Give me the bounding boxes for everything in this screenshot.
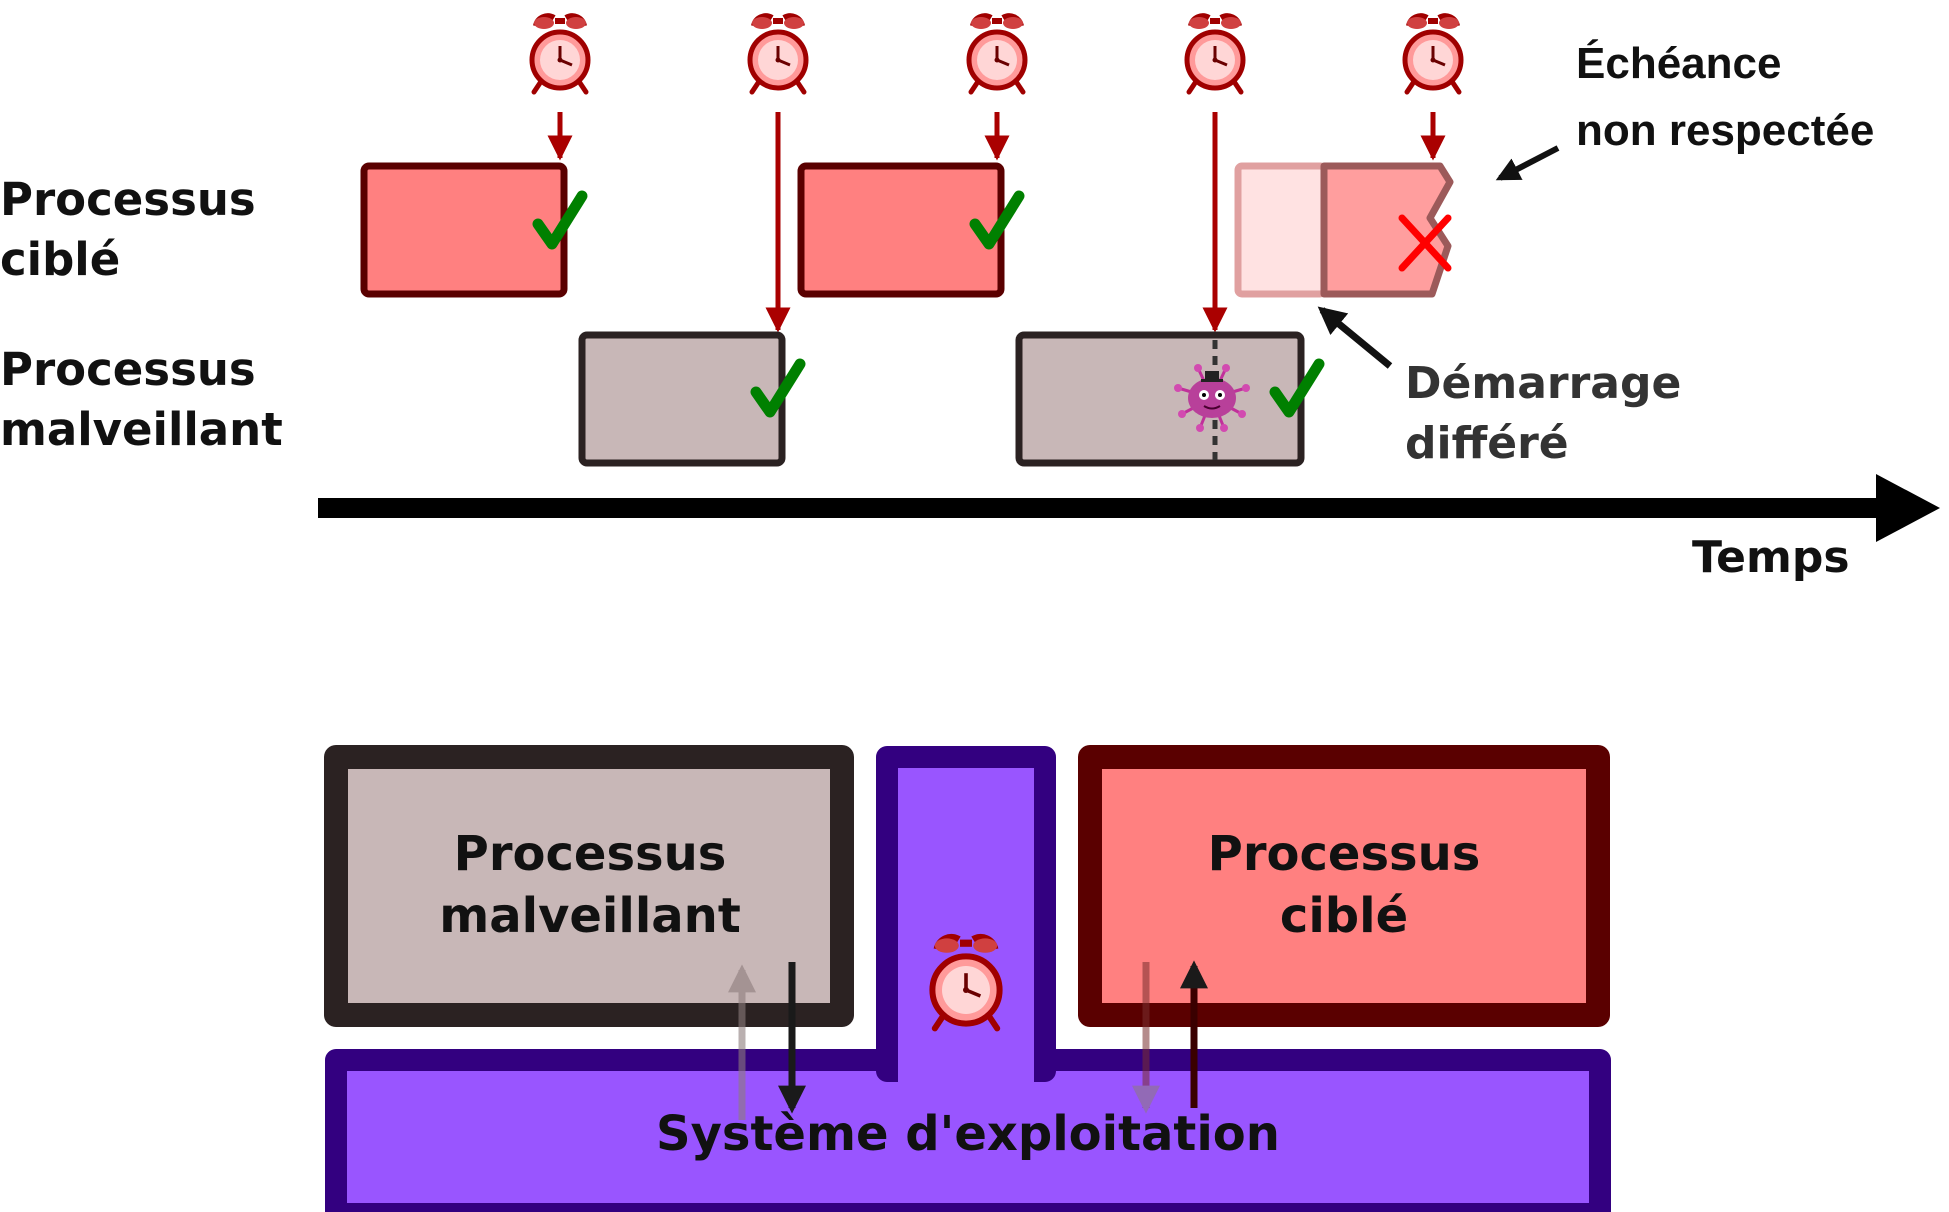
os-join-fill: [898, 1040, 1034, 1082]
alarm-clock-icon: [750, 16, 806, 92]
os-block: [325, 1049, 1611, 1212]
delayed-start-label-line1: Démarrage: [1405, 358, 1681, 409]
time-axis-label: Temps: [1692, 532, 1850, 583]
malicious-process-label-line2: malveillant: [439, 888, 741, 944]
os-label: Système d'exploitation: [656, 1106, 1280, 1162]
red-x-icon: [1398, 214, 1452, 272]
delayed-start-pointer: [1317, 306, 1393, 369]
malicious-job-1: [578, 331, 786, 467]
target-row-label-line2: ciblé: [0, 233, 120, 286]
target-job-3-truncated: [1320, 162, 1454, 298]
target-job-3-delayed-gap: [1234, 162, 1328, 298]
deadline-missed-label-line1: Échéance: [1576, 38, 1781, 88]
deadline-missed-pointer: [1495, 145, 1560, 181]
malicious-process-label-line1: Processus: [454, 826, 727, 882]
malicious-job-2: [1015, 331, 1305, 467]
target-job-1: [360, 162, 568, 298]
time-axis-arrowhead: [1876, 474, 1940, 542]
malicious-row-label-line2: malveillant: [0, 403, 283, 456]
malicious-row-label-line1: Processus: [0, 343, 256, 396]
alarm-clock-icon: [1187, 16, 1243, 92]
target-job-2: [797, 162, 1005, 298]
target-process-box: [1078, 745, 1610, 1027]
virus-icon: [1174, 364, 1250, 432]
alarm-clock-icon: [969, 16, 1025, 92]
alarm-clock-icon: [532, 16, 588, 92]
alarm-clock-icon: [1405, 16, 1461, 92]
delayed-start-label-line2: différé: [1405, 418, 1569, 469]
target-process-label-line1: Processus: [1208, 826, 1481, 882]
malicious-process-box: [324, 745, 854, 1027]
os-stem: [876, 746, 1056, 1082]
target-process-label-line2: ciblé: [1280, 888, 1408, 944]
deadline-missed-label-line2: non respectée: [1576, 106, 1874, 155]
target-row-label-line1: Processus: [0, 173, 256, 226]
